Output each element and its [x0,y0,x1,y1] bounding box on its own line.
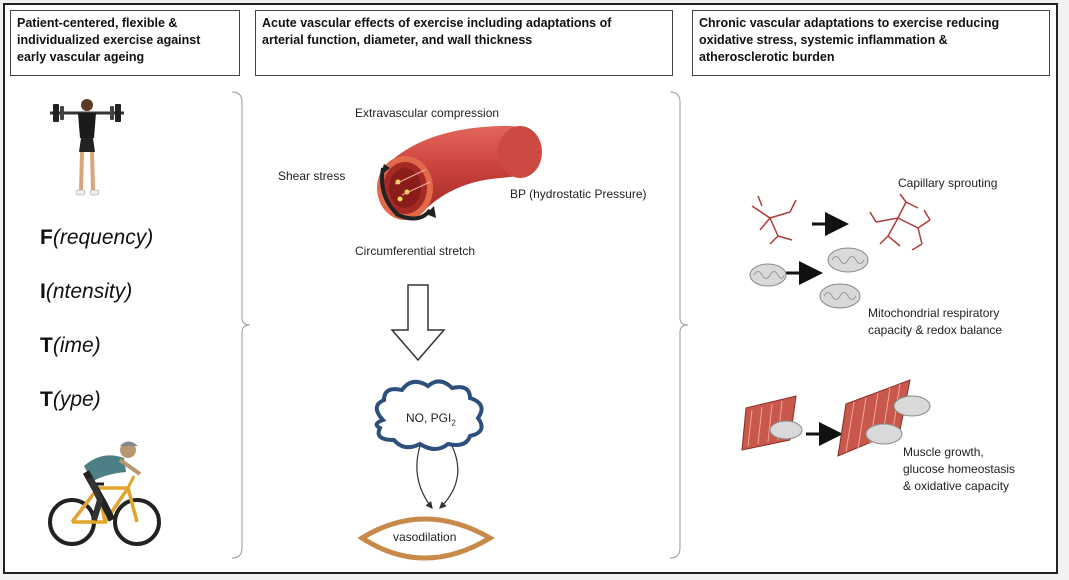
capillary-sprouting-icon [869,193,931,251]
header-left: Patient-centered, flexible & individuali… [10,10,240,76]
header-middle: Acute vascular effects of exercise inclu… [255,10,673,76]
label-mediators: NO, PGI2 [406,411,456,427]
label-muscle: Muscle growth, glucose homeostasis & oxi… [903,444,1015,495]
fitt-word: (ime) [52,334,101,357]
fitt-letter: T [40,388,53,411]
label-mito-line: capacity & redox balance [868,323,1003,337]
down-arrow [390,284,446,362]
label-mito-line: Mitochondrial respiratory [868,306,1000,320]
fitt-frequency: F(requency) [40,226,153,250]
label-circumferential: Circumferential stretch [355,244,476,258]
middle-bracket [669,91,689,559]
fitt-type: T(ype) [40,388,101,412]
weightlifter-icon [50,99,124,196]
vasodilation-shape [357,516,495,561]
header-left-line: early vascular ageing [17,50,145,64]
fitt-intensity: I(ntensity) [40,280,132,304]
label-capillary: Capillary sprouting [898,176,998,190]
left-bracket [231,91,251,559]
label-mito: Mitochondrial respiratory capacity & red… [868,305,1002,339]
header-right-line: Chronic vascular adaptations to exercise… [699,16,1000,30]
header-right-line: atherosclerotic burden [699,50,835,64]
fitt-word: (ntensity) [45,280,133,303]
fitt-word: (ype) [52,388,101,411]
header-left-line: Patient-centered, flexible & [17,16,178,30]
fitt-word: (requency) [52,226,154,249]
label-extravascular: Extravascular compression [355,106,500,120]
header-right-line: oxidative stress, systemic inflammation … [699,33,948,47]
fitt-letter: F [40,226,53,249]
mediators-text: NO, PGI [406,411,452,425]
header-middle-line: Acute vascular effects of exercise inclu… [262,16,612,30]
label-vasodilation: vasodilation [393,530,457,544]
cyclist-icon [48,441,161,546]
figure-frame [3,3,1058,574]
label-shear-stress: Shear stress [278,169,346,183]
blood-vessel-illustration [377,125,542,221]
muscle-large-icon [837,379,931,457]
capillary-icon [751,195,797,245]
label-muscle-line: Muscle growth, [903,445,984,459]
mediator-cloud [374,379,484,451]
header-middle-line: arterial function, diameter, and wall th… [262,33,533,47]
muscle-small-icon [741,395,803,451]
mitochondrion-icon [827,247,869,273]
mediators-subscript: 2 [451,418,456,428]
label-muscle-line: glucose homeostasis [903,462,1016,476]
header-left-line: individualized exercise against [17,33,201,47]
fitt-time: T(ime) [40,334,101,358]
header-right: Chronic vascular adaptations to exercise… [692,10,1050,76]
fitt-letter: T [40,334,53,357]
label-muscle-line: & oxidative capacity [903,479,1010,493]
mitochondrion-icon [749,263,787,287]
fitt-letter: I [40,280,46,303]
mitochondrion-icon [819,283,861,309]
label-bp: BP (hydrostatic Pressure) [510,187,647,201]
mediator-arrows [416,445,459,509]
